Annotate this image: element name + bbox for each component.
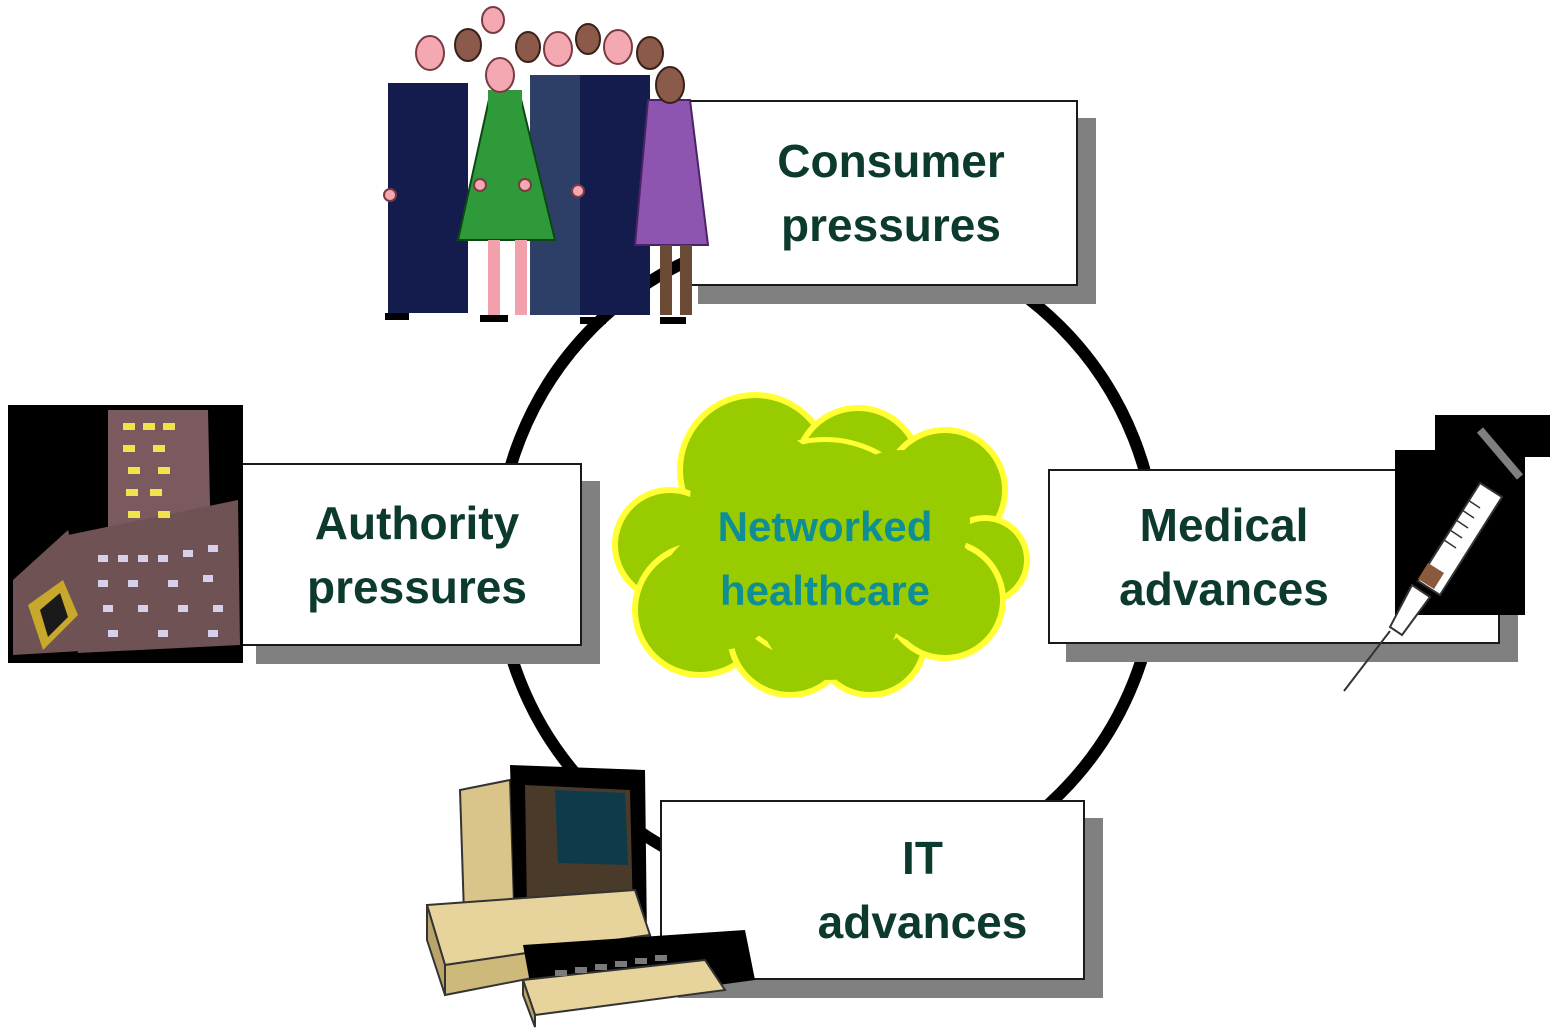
buildings-icon [8,405,243,663]
authority-label-line1: Authority [314,496,520,549]
authority-label-line2: pressures [307,560,527,613]
center-label-line2: healthcare [719,567,931,614]
medical-label-line1: Medical [1139,498,1309,551]
medical-label-line2: advances [1119,562,1329,615]
center-label-line1: Networked [717,503,933,550]
it-label-line1: IT [902,832,943,884]
it-label-line2: advances [817,896,1028,948]
consumer-pressures-box: Consumer pressures [680,100,1078,286]
consumer-label-line2: pressures [781,199,1001,251]
crowd-of-people-icon [383,6,710,324]
consumer-label-line1: Consumer [777,135,1005,187]
computer-icon [425,765,755,1028]
authority-pressures-box: Authority pressures [238,463,582,646]
center-label: Networked healthcare [680,495,970,623]
syringe-icon [1343,415,1550,692]
